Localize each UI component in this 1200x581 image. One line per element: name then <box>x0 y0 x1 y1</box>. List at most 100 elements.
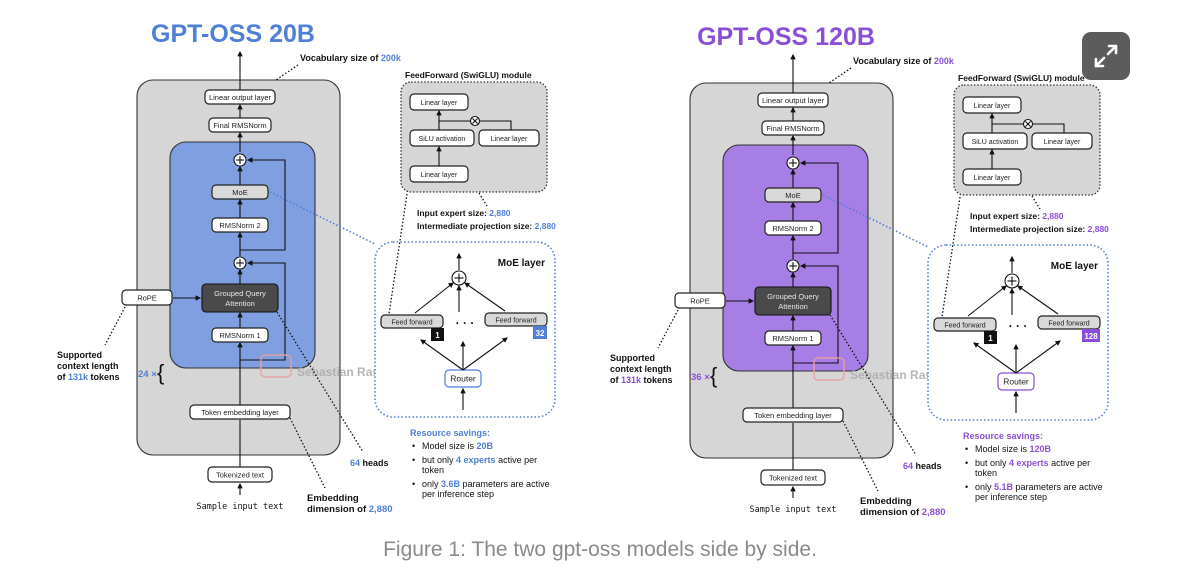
ff-connector <box>438 120 470 122</box>
repeat-brace: { <box>710 363 717 388</box>
savings-model-size-part: Model size is <box>975 444 1030 454</box>
expert-right-label: Feed forward <box>1048 321 1089 328</box>
intermediate-projection-size: Intermediate projection size: 2,880 <box>970 224 1109 234</box>
rope-node-label: RoPE <box>690 297 710 306</box>
savings-active-experts-part: but only <box>975 458 1009 468</box>
expert-left-box <box>380 314 444 329</box>
arrow <box>973 342 1017 374</box>
ff-linear-right-box <box>1031 132 1093 150</box>
context-annotation-line3: of 131k tokens <box>610 375 673 385</box>
intermediate-projection-size-part: Intermediate projection size: <box>417 221 535 231</box>
expert-last-label: 32 <box>536 329 545 338</box>
ff-leader <box>1031 195 1041 210</box>
gqa-node-label: Attention <box>778 302 808 311</box>
model-panel-20b: GPT-OSS 20B Vocabulary size of 200kLinear… <box>57 20 556 515</box>
heads-annotation-part: heads <box>913 461 942 471</box>
skip-connection-lower <box>793 263 839 364</box>
vocab-leader <box>272 64 299 83</box>
expert-last-badge <box>533 326 547 339</box>
model-title: GPT-OSS 20B <box>151 20 315 48</box>
ff-connector <box>1033 123 1065 133</box>
expert-last-label: 128 <box>1084 332 1098 341</box>
rmsnorm2-node-label: RMSNorm 2 <box>772 224 813 233</box>
savings-active-experts-line2: token <box>422 465 444 475</box>
savings-model-size-part: 120B <box>1030 444 1052 454</box>
moe-layer-box <box>374 241 556 418</box>
experts-ellipsis: · · · <box>1009 319 1028 333</box>
intermediate-projection-size: Intermediate projection size: 2,880 <box>417 221 556 231</box>
ff-silu-label: SiLU activation <box>972 139 1019 146</box>
savings-active-params-part: only <box>422 479 441 489</box>
token-embedding-node-box <box>742 407 844 423</box>
watermark-logo <box>813 357 845 381</box>
context-annotation-line3-part: 131k <box>621 375 642 385</box>
multiply-op-stroke <box>472 118 478 124</box>
savings-active-experts: but only 4 experts active per <box>422 455 537 465</box>
multiply-op-stroke <box>1025 121 1031 127</box>
vocab-annotation-part: Vocabulary size of <box>300 53 381 63</box>
ff-connector <box>991 123 1023 125</box>
savings-active-experts-line2: token <box>975 468 997 478</box>
ff-linear-right-label: Linear layer <box>491 136 528 143</box>
ff-module-title: FeedForward (SwiGLU) module <box>405 70 532 80</box>
intermediate-projection-size-part: 2,880 <box>535 221 557 231</box>
vocab-annotation-part: 200k <box>381 53 402 63</box>
context-leader <box>104 306 126 346</box>
context-annotation-line3-part: tokens <box>641 375 673 385</box>
input-expert-size-part: Input expert size: <box>417 208 489 218</box>
arrow <box>462 337 508 371</box>
heads-annotation-part: 64 <box>350 458 360 468</box>
gqa-node-label: Grouped Query <box>214 289 266 298</box>
expand-button[interactable] <box>1082 32 1130 80</box>
context-leader <box>657 309 679 349</box>
savings-active-params-part: 3.6B <box>441 479 461 489</box>
ff-to-expert-leader <box>388 193 408 315</box>
ff-to-expert-leader <box>941 196 961 318</box>
figure-caption: Figure 1: The two gpt-oss models side by… <box>383 538 817 561</box>
tokenized-text-node-box <box>760 469 826 486</box>
expert-left-box <box>933 317 997 332</box>
savings-active-experts-part: but only <box>422 455 456 465</box>
moe-layer-title: MoE layer <box>498 258 545 269</box>
sample-input-text: Sample input text <box>197 502 284 512</box>
token-embedding-node-box <box>189 404 291 420</box>
heads-leader <box>276 311 364 453</box>
arrow <box>420 339 464 371</box>
vocab-annotation-part: Vocabulary size of <box>853 56 934 66</box>
savings-model-size-part: Model size is <box>422 441 477 451</box>
tokenized-text-node-box <box>207 466 273 483</box>
arrow <box>967 285 1007 317</box>
gqa-node-label: Attention <box>225 299 255 308</box>
ff-linear-top-label: Linear layer <box>421 100 458 107</box>
arrow <box>1015 340 1061 374</box>
heads-annotation: 64 heads <box>350 458 389 468</box>
expert-last-badge <box>1082 329 1100 342</box>
expert-first-badge <box>984 331 997 344</box>
vocab-leader <box>825 67 852 86</box>
savings-model-size: Model size is 20B <box>422 441 494 451</box>
savings-active-experts-part: active per <box>496 455 538 465</box>
skip-connection-upper <box>240 157 286 251</box>
skip-connection-upper <box>793 160 839 254</box>
savings-active-params: only 5.1B parameters are active <box>975 482 1103 492</box>
router-node-label: Router <box>450 374 476 384</box>
ff-silu-box <box>962 132 1028 150</box>
gqa-node-label: Grouped Query <box>767 292 819 301</box>
expert-right-box <box>484 312 548 327</box>
final-rmsnorm-label: Final RMSNorm <box>213 121 266 130</box>
embedding-annotation-line2: dimension of 2,880 <box>860 507 946 518</box>
rmsnorm2-node-label: RMSNorm 2 <box>219 221 260 230</box>
moe-leader <box>269 191 376 245</box>
watermark-logo <box>260 354 292 378</box>
input-expert-size-part: 2,880 <box>1042 211 1064 221</box>
expert-right-box <box>1037 315 1101 330</box>
moe-layer-box <box>927 244 1109 421</box>
vocab-annotation: Vocabulary size of 200k <box>853 56 955 66</box>
embedding-annotation-line2-part: dimension of <box>307 504 369 515</box>
arrow <box>414 282 454 314</box>
moe-leader <box>822 194 929 248</box>
ff-silu-label: SiLU activation <box>419 136 466 143</box>
savings-active-experts-part: 4 experts <box>1009 458 1049 468</box>
embedding-leader <box>842 420 879 492</box>
